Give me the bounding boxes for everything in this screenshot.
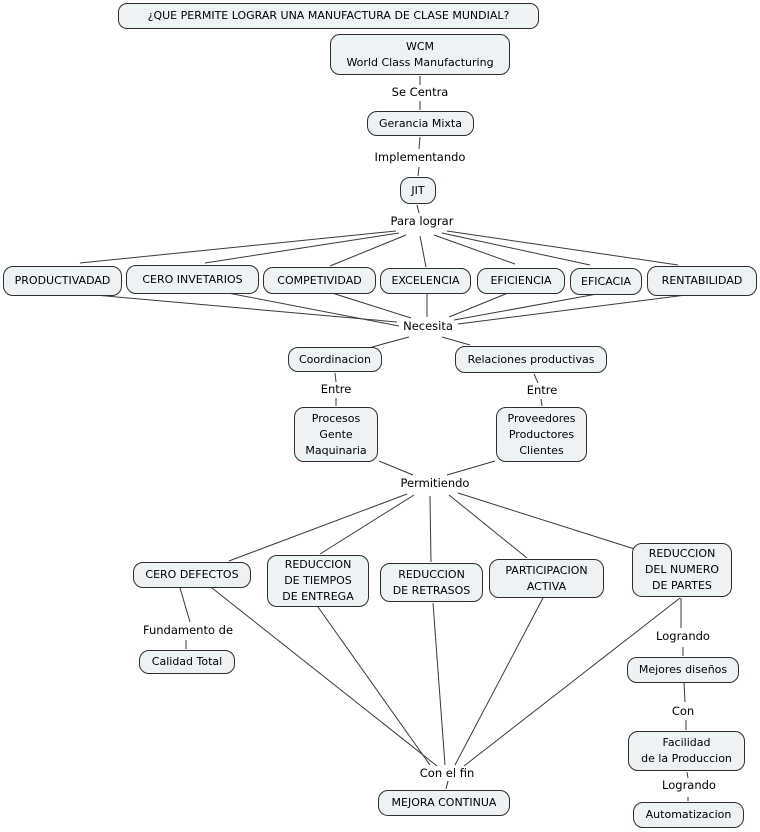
connector-line bbox=[228, 493, 408, 562]
connector-line bbox=[94, 294, 398, 323]
connector-line bbox=[457, 294, 687, 325]
connector-line bbox=[179, 587, 191, 623]
edge-label-con-el-fin[interactable]: Con el fin bbox=[419, 766, 475, 780]
connector-line bbox=[416, 204, 420, 214]
connector-line bbox=[378, 460, 414, 476]
connector-line bbox=[211, 587, 438, 767]
connector-line bbox=[540, 398, 543, 407]
connector-line bbox=[448, 494, 528, 559]
edge-label-logrando-2[interactable]: Logrando bbox=[662, 778, 716, 792]
connector-line bbox=[79, 230, 397, 264]
edge-label-implementando[interactable]: Implementando bbox=[374, 150, 466, 164]
connector-line bbox=[204, 232, 400, 264]
node-eficiencia[interactable]: EFICIENCIA bbox=[477, 268, 565, 294]
connector-line bbox=[448, 292, 509, 318]
node-productivadad[interactable]: PRODUCTIVADAD bbox=[3, 266, 122, 296]
node-reduccion-numero-partes[interactable]: REDUCCION DEL NUMERO DE PARTES bbox=[632, 543, 732, 597]
node-reduccion-tiempos-entrega[interactable]: REDUCCION DE TIEMPOS DE ENTREGA bbox=[267, 555, 369, 607]
node-procesos-gente-maquinaria[interactable]: Procesos Gente Maquinaria bbox=[294, 407, 378, 462]
edge-label-fundamento-de[interactable]: Fundamento de bbox=[142, 623, 234, 637]
node-mejores-disenos[interactable]: Mejores diseños bbox=[627, 657, 739, 683]
edge-label-se-centra[interactable]: Se Centra bbox=[391, 85, 449, 99]
node-gerancia-mixta[interactable]: Gerancia Mixta bbox=[367, 111, 474, 136]
connector-line bbox=[463, 597, 681, 767]
connector-line bbox=[227, 292, 400, 327]
connector-line bbox=[319, 494, 415, 555]
connector-line bbox=[453, 293, 598, 321]
node-question[interactable]: ¿QUE PERMITE LOGRAR UNA MANUFACTURA DE C… bbox=[118, 3, 539, 29]
connector-line bbox=[446, 460, 496, 476]
node-eficacia[interactable]: EFICACIA bbox=[570, 268, 642, 295]
node-excelencia[interactable]: EXCELENCIA bbox=[380, 268, 471, 294]
connector-line bbox=[317, 606, 431, 766]
node-participacion-activa[interactable]: PARTICIPACION ACTIVA bbox=[489, 559, 604, 598]
edge-label-permitiendo[interactable]: Permitiendo bbox=[400, 476, 470, 490]
connector-line bbox=[331, 292, 412, 319]
node-calidad-total[interactable]: Calidad Total bbox=[139, 650, 235, 674]
node-automatizacion[interactable]: Automatizacion bbox=[633, 802, 744, 828]
node-relaciones-productivas[interactable]: Relaciones productivas bbox=[455, 346, 607, 373]
edge-label-necesita[interactable]: Necesita bbox=[403, 319, 453, 333]
edge-label-entre-izq[interactable]: Entre bbox=[320, 382, 352, 396]
connector-line bbox=[441, 232, 591, 266]
connector-line bbox=[433, 234, 516, 265]
node-coordinacion[interactable]: Coordinacion bbox=[288, 347, 382, 372]
connector-line bbox=[533, 373, 539, 384]
node-reduccion-retrasos[interactable]: REDUCCION DE RETRASOS bbox=[380, 563, 483, 602]
connector-line bbox=[371, 336, 410, 348]
connector-line bbox=[454, 597, 544, 766]
connector-line bbox=[334, 372, 337, 383]
node-rentabilidad[interactable]: RENTABILIDAD bbox=[647, 266, 757, 296]
node-jit[interactable]: JIT bbox=[400, 177, 436, 204]
edge-label-logrando-1[interactable]: Logrando bbox=[656, 629, 710, 643]
edge-label-con[interactable]: Con bbox=[671, 704, 695, 718]
node-wcm[interactable]: WCM World Class Manufacturing bbox=[330, 34, 510, 75]
edge-label-entre-der[interactable]: Entre bbox=[526, 383, 558, 397]
connector-line bbox=[441, 336, 471, 346]
node-cero-invetarios[interactable]: CERO INVETARIOS bbox=[126, 265, 259, 294]
connector-line bbox=[419, 235, 427, 268]
connector-line bbox=[418, 136, 421, 150]
connector-line bbox=[445, 780, 449, 790]
connector-line bbox=[329, 234, 407, 267]
node-proveedores-productores-clientes[interactable]: Proveedores Productores Clientes bbox=[496, 407, 587, 462]
connector-line bbox=[429, 495, 432, 563]
node-competividad[interactable]: COMPETIVIDAD bbox=[263, 267, 376, 294]
connector-line bbox=[683, 682, 686, 703]
connector-line bbox=[417, 166, 420, 177]
edge-label-para-lograr[interactable]: Para lograr bbox=[390, 214, 454, 228]
connector-line bbox=[446, 230, 679, 266]
connector-line bbox=[686, 771, 689, 779]
connector-line bbox=[432, 602, 446, 766]
connector-line bbox=[457, 492, 642, 552]
node-cero-defectos[interactable]: CERO DEFECTOS bbox=[133, 562, 251, 588]
node-facilidad-produccion[interactable]: Facilidad de la Produccion bbox=[628, 731, 745, 771]
node-mejora-continua[interactable]: MEJORA CONTINUA bbox=[378, 790, 510, 816]
